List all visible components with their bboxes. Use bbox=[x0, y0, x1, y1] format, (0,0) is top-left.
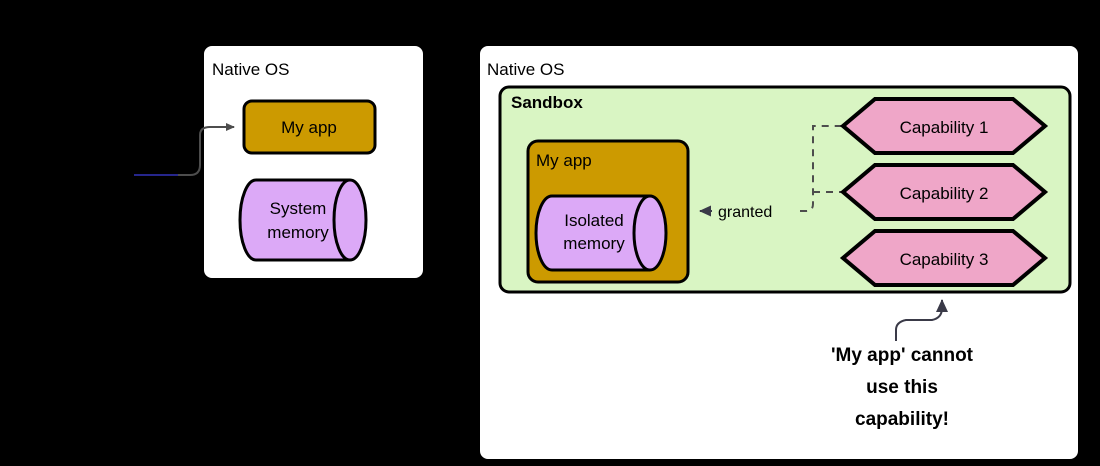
system-memory-cylinder: System memory bbox=[238, 178, 368, 262]
capability-3-shape[interactable] bbox=[839, 229, 1049, 287]
granted-edge: granted bbox=[699, 204, 772, 221]
left-panel-title: Native OS bbox=[212, 60, 289, 79]
left-my-app-box bbox=[242, 99, 377, 155]
system-memory-body bbox=[238, 178, 368, 262]
callout-arrow bbox=[895, 299, 948, 341]
isolated-memory-body bbox=[534, 194, 668, 272]
callout-line-2: use this bbox=[866, 377, 938, 398]
capability-3-label: Capability 3 bbox=[900, 250, 989, 269]
capability-2-label: Capability 2 bbox=[900, 184, 989, 203]
left-native-os-panel: Native OS My app System memory bbox=[134, 44, 425, 280]
isolated-memory-cylinder: Isolated memory bbox=[534, 194, 668, 272]
entry-arrow-path bbox=[134, 123, 235, 176]
entry-arrow bbox=[134, 123, 235, 176]
capability-1-shape[interactable] bbox=[839, 97, 1049, 155]
sandbox-title: Sandbox bbox=[511, 93, 583, 112]
isolated-memory-cap bbox=[632, 194, 651, 272]
granted-label: granted bbox=[718, 204, 772, 221]
grant-line-capability-1 bbox=[800, 125, 848, 212]
callout-line-1: 'My app' cannot bbox=[831, 345, 974, 366]
right-native-os-panel: Native OS Sandbox My app Isolated memory… bbox=[478, 44, 1080, 461]
isolated-memory-label-line1: Isolated bbox=[564, 211, 624, 230]
capability-2-hexagon[interactable]: Capability 2 bbox=[839, 163, 1049, 221]
capability-2-shape[interactable] bbox=[839, 163, 1049, 221]
capability-1-hexagon[interactable]: Capability 1 bbox=[839, 97, 1049, 155]
callout-text: 'My app' cannot use this capability! bbox=[831, 345, 974, 430]
right-panel-title: Native OS bbox=[487, 60, 564, 79]
system-memory-label-line1: System bbox=[270, 199, 327, 218]
callout-line-3: capability! bbox=[855, 409, 949, 430]
system-memory-cap bbox=[332, 178, 351, 262]
sandboxed-my-app-label: My app bbox=[536, 151, 592, 170]
capability-1-label: Capability 1 bbox=[900, 118, 989, 137]
left-my-app-label: My app bbox=[281, 118, 337, 137]
system-memory-label-line2: memory bbox=[267, 223, 329, 242]
capability-3-hexagon[interactable]: Capability 3 bbox=[839, 229, 1049, 287]
isolated-memory-label-line2: memory bbox=[563, 234, 625, 253]
